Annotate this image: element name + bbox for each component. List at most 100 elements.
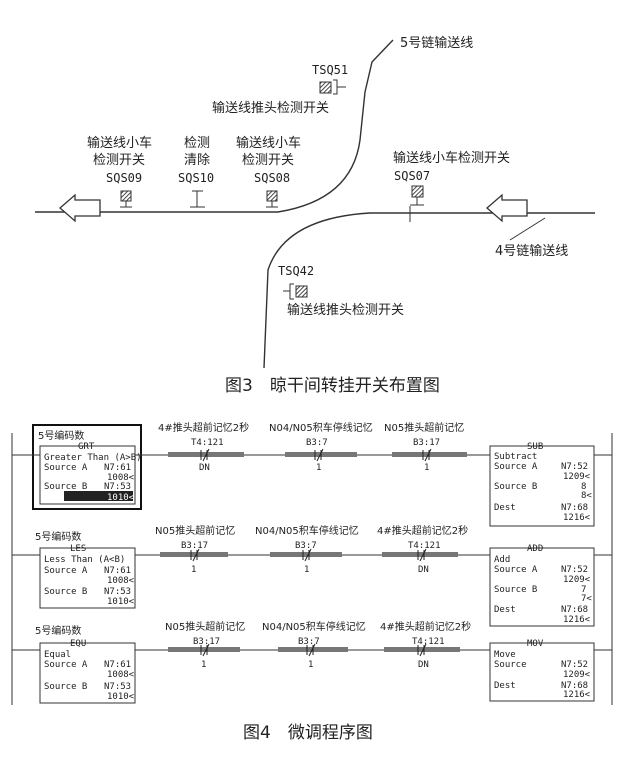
svg-text:N7:61: N7:61 [104, 566, 131, 576]
mov-block [489, 642, 595, 702]
svg-text:N04/N05积车停线记忆: N04/N05积车停线记忆 [255, 524, 359, 537]
svg-text:1008<: 1008< [107, 473, 135, 483]
svg-text:B3:7: B3:7 [298, 637, 320, 647]
svg-text:N7:52: N7:52 [561, 660, 588, 670]
svg-text:DN: DN [199, 463, 210, 473]
svg-text:Source A: Source A [494, 565, 538, 575]
left-arrow [59, 193, 101, 223]
svg-text:N05推头超前记忆: N05推头超前记忆 [384, 421, 464, 434]
svg-text:N7:52: N7:52 [561, 565, 588, 575]
rung-3: 5号编码数 EQU Equal Source A N7:61 1008< Sou… [12, 620, 612, 704]
sqs10-sensor [190, 190, 205, 208]
les-title: Less Than (A<B) [44, 555, 125, 565]
svg-text:Source B: Source B [44, 587, 87, 597]
rung3-contact-1 [168, 647, 240, 652]
svg-text:N7:53: N7:53 [104, 482, 131, 492]
svg-text:B3:7: B3:7 [295, 541, 317, 551]
svg-text:8: 8 [581, 482, 586, 492]
sqs08-code: SQS08 [254, 171, 290, 185]
svg-text:1209<: 1209< [563, 575, 591, 585]
svg-text:Source A: Source A [44, 566, 88, 576]
sub-block [489, 445, 595, 527]
svg-text:1216<: 1216< [563, 513, 591, 523]
rung2-label: 5号编码数 [35, 530, 81, 543]
sub-tag: SUB [527, 442, 543, 452]
svg-text:T4:121: T4:121 [408, 541, 441, 551]
rung2-contact-2 [270, 552, 342, 557]
sqs08-line2: 检测开关 [242, 153, 294, 168]
tsq51-desc: 输送线推头检测开关 [212, 100, 329, 116]
svg-text:Source A: Source A [494, 462, 538, 472]
svg-text:7: 7 [581, 585, 586, 595]
equ-block [39, 642, 136, 704]
equ-tag: EQU [70, 639, 86, 649]
svg-text:1216<: 1216< [563, 615, 591, 625]
sqs09-sensor [120, 190, 132, 202]
conveyor-line-4 [263, 212, 595, 369]
line4-label: 4号链输送线 [495, 243, 568, 259]
svg-text:N7:53: N7:53 [104, 587, 131, 597]
svg-text:Source B: Source B [494, 585, 537, 595]
svg-text:Source: Source [494, 660, 527, 670]
sqs10-line2: 清除 [184, 153, 210, 168]
svg-text:N04/N05积车停线记忆: N04/N05积车停线记忆 [269, 421, 373, 434]
figure4-caption: 图4 微调程序图 [243, 723, 373, 743]
svg-text:B3:17: B3:17 [181, 541, 208, 551]
svg-text:1209<: 1209< [563, 472, 591, 482]
svg-text:N7:53: N7:53 [104, 682, 131, 692]
svg-text:1: 1 [191, 565, 196, 575]
figure4: 5号编码数 GRT Greater Than (A>B) Source A N7… [11, 421, 613, 743]
svg-text:1008<: 1008< [107, 670, 135, 680]
line5-label: 5号链输送线 [400, 35, 473, 51]
grt-selected-value-bg [64, 491, 133, 501]
les-tag: LES [70, 544, 86, 554]
sqs08-line1: 输送线小车 [236, 135, 301, 151]
svg-text:1: 1 [304, 565, 309, 575]
tsq42-sensor [295, 285, 308, 298]
svg-text:N7:68: N7:68 [561, 605, 588, 615]
sqs09-line2: 检测开关 [93, 153, 145, 168]
rung1-highlight-frame [32, 424, 142, 510]
svg-text:Source B: Source B [494, 482, 537, 492]
figure3-caption: 图3 晾干间转挂开关布置图 [225, 376, 440, 396]
svg-text:T4:121: T4:121 [191, 438, 224, 448]
sqs10-line1: 检测 [184, 136, 210, 151]
svg-text:Dest: Dest [494, 503, 516, 513]
figure3: 5号链输送线 4号链输送线 TSQ51 输送线推头检测开关 输送线小车 检测开关… [35, 35, 595, 396]
sqs07-line1: 输送线小车检测开关 [393, 150, 510, 166]
svg-text:B3:7: B3:7 [306, 438, 328, 448]
sqs09-code: SQS09 [106, 171, 142, 185]
rung2-contact-1 [160, 552, 228, 557]
grt-tag: GRT [78, 442, 95, 452]
svg-text:1: 1 [424, 463, 429, 473]
rung-2: 5号编码数 LES Less Than (A<B) Source A N7:61… [12, 524, 612, 627]
svg-text:Source A: Source A [44, 463, 88, 473]
svg-text:N04/N05积车停线记忆: N04/N05积车停线记忆 [262, 620, 366, 633]
svg-text:4#推头超前记忆2秒: 4#推头超前记忆2秒 [158, 421, 249, 434]
svg-text:1216<: 1216< [563, 690, 591, 700]
les-block [39, 547, 136, 609]
svg-text:B3:17: B3:17 [413, 438, 440, 448]
svg-text:DN: DN [418, 565, 429, 575]
svg-text:Source B: Source B [44, 482, 87, 492]
sqs09-line1: 输送线小车 [87, 135, 152, 151]
svg-text:N05推头超前记忆: N05推头超前记忆 [155, 524, 235, 537]
grt-srcB-val: 1010< [107, 493, 135, 503]
equ-title: Equal [44, 650, 71, 660]
sqs07-code: SQS07 [394, 169, 430, 183]
tsq51-sensor [319, 81, 332, 94]
rung-1: 5号编码数 GRT Greater Than (A>B) Source A N7… [12, 421, 612, 527]
svg-text:1010<: 1010< [107, 597, 135, 607]
svg-text:N05推头超前记忆: N05推头超前记忆 [165, 620, 245, 633]
sqs08-sensor [266, 190, 278, 202]
rung1-label: 5号编码数 [38, 429, 84, 442]
mov-title: Move [494, 650, 516, 660]
svg-text:N7:68: N7:68 [561, 503, 588, 513]
rung3-label: 5号编码数 [35, 624, 81, 637]
conveyor-line-5 [35, 39, 394, 213]
add-title: Add [494, 555, 510, 565]
svg-text:N7:52: N7:52 [561, 462, 588, 472]
svg-text:7<: 7< [581, 594, 592, 604]
svg-text:1: 1 [316, 463, 321, 473]
